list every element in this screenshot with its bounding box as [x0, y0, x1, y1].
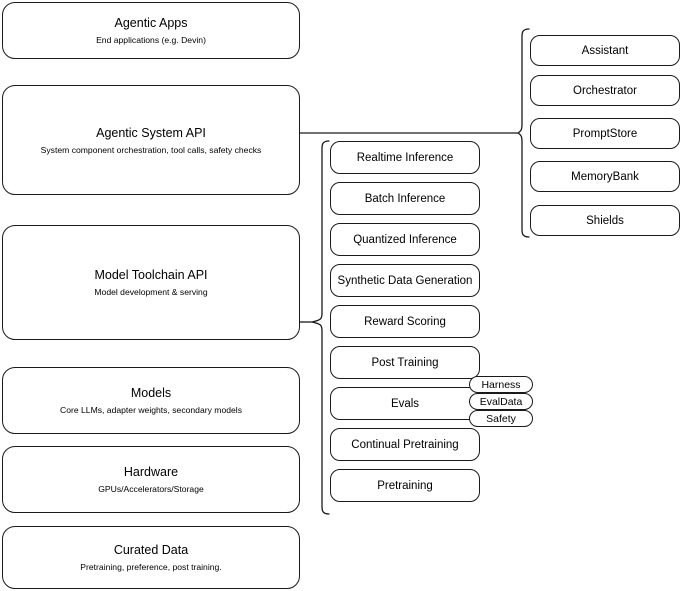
- evals-badge-evaldata[interactable]: EvalData: [469, 393, 533, 410]
- toolchain-item-label: Evals: [390, 397, 420, 410]
- toolchain-item-post-training[interactable]: Post Training: [330, 346, 480, 379]
- layer-subtitle: End applications (e.g. Devin): [96, 35, 206, 45]
- system-item-memorybank[interactable]: MemoryBank: [530, 161, 680, 192]
- evals-badge-label: Safety: [486, 412, 516, 425]
- system-item-label: Shields: [586, 214, 624, 227]
- layer-subtitle: System component orchestration, tool cal…: [40, 144, 262, 155]
- system-item-label: MemoryBank: [571, 170, 639, 183]
- toolchain-item-quantized-inference[interactable]: Quantized Inference: [330, 223, 480, 256]
- toolchain-item-label: Continual Pretraining: [351, 438, 459, 451]
- layer-agentic-system-api[interactable]: Agentic System API System component orch…: [2, 85, 300, 195]
- layer-subtitle: Model development & serving: [94, 287, 208, 297]
- system-item-promptstore[interactable]: PromptStore: [530, 118, 680, 149]
- evals-badge-safety[interactable]: Safety: [469, 410, 533, 427]
- toolchain-item-realtime-inference[interactable]: Realtime Inference: [330, 141, 480, 174]
- toolchain-item-synthetic-data-generation[interactable]: Synthetic Data Generation: [330, 264, 480, 297]
- layer-subtitle: Core LLMs, adapter weights, secondary mo…: [60, 405, 242, 415]
- system-item-label: Orchestrator: [573, 84, 637, 97]
- evals-badge-label: EvalData: [479, 395, 523, 408]
- layer-title: Model Toolchain API: [94, 268, 208, 282]
- toolchain-item-label: Batch Inference: [364, 192, 446, 205]
- layer-hardware[interactable]: Hardware GPUs/Accelerators/Storage: [2, 446, 300, 513]
- toolchain-item-label: Reward Scoring: [364, 315, 446, 328]
- system-item-shields[interactable]: Shields: [530, 205, 680, 236]
- evals-badge-harness[interactable]: Harness: [469, 376, 533, 393]
- layer-title: Models: [130, 386, 172, 400]
- toolchain-item-label: Post Training: [371, 356, 439, 369]
- layer-models[interactable]: Models Core LLMs, adapter weights, secon…: [2, 367, 300, 434]
- layer-title: Curated Data: [113, 543, 189, 557]
- toolchain-item-label: Realtime Inference: [356, 151, 454, 164]
- layer-title: Agentic Apps: [114, 16, 188, 30]
- system-item-assistant[interactable]: Assistant: [530, 35, 680, 66]
- layer-subtitle: Pretraining, preference, post training.: [80, 562, 222, 572]
- system-item-label: PromptStore: [572, 127, 638, 140]
- layer-subtitle: GPUs/Accelerators/Storage: [98, 484, 204, 494]
- toolchain-item-label: Pretraining: [377, 479, 433, 492]
- toolchain-item-label: Synthetic Data Generation: [337, 274, 473, 287]
- layer-agentic-apps[interactable]: Agentic Apps End applications (e.g. Devi…: [2, 2, 300, 59]
- layer-title: Agentic System API: [96, 125, 206, 140]
- system-item-orchestrator[interactable]: Orchestrator: [530, 75, 680, 106]
- evals-badge-label: Harness: [481, 378, 521, 391]
- layer-title: Hardware: [123, 465, 179, 479]
- toolchain-item-evals[interactable]: Evals: [330, 387, 480, 420]
- toolchain-item-pretraining[interactable]: Pretraining: [330, 469, 480, 502]
- toolchain-item-batch-inference[interactable]: Batch Inference: [330, 182, 480, 215]
- system-item-label: Assistant: [581, 44, 629, 57]
- toolchain-item-label: Quantized Inference: [353, 233, 457, 246]
- layer-model-toolchain-api[interactable]: Model Toolchain API Model development & …: [2, 225, 300, 340]
- toolchain-item-reward-scoring[interactable]: Reward Scoring: [330, 305, 480, 338]
- toolchain-item-continual-pretraining[interactable]: Continual Pretraining: [330, 428, 480, 461]
- layer-curated-data[interactable]: Curated Data Pretraining, preference, po…: [2, 526, 300, 589]
